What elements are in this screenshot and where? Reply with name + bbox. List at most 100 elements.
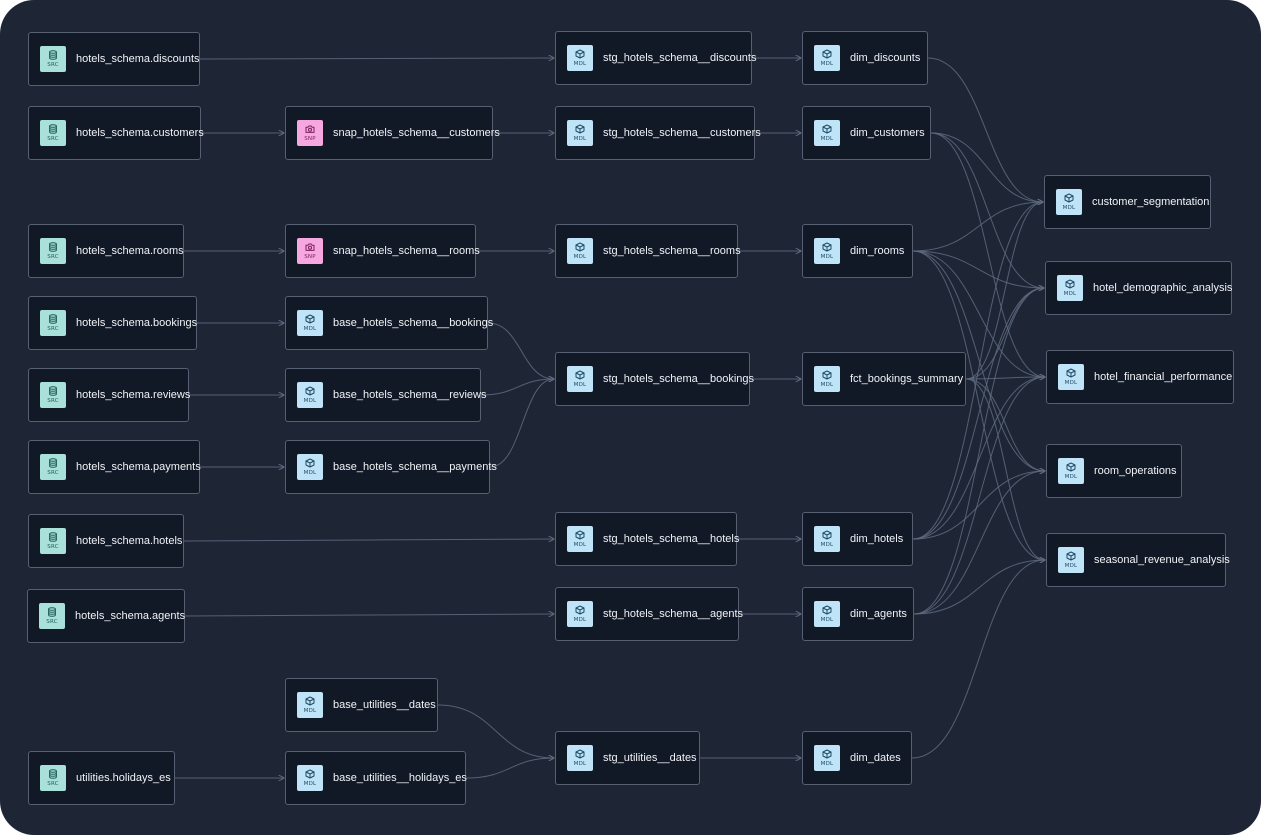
- edge-src-discounts-to-stg-discounts: [199, 58, 554, 59]
- cube-icon: [1064, 193, 1074, 203]
- cube-icon: [575, 605, 585, 615]
- node-kind-label: MDL: [573, 254, 587, 260]
- node-kind-label: SRC: [47, 781, 59, 787]
- node-stg-bookings[interactable]: MDL stg_hotels_schema__bookings: [555, 352, 754, 406]
- node-label: stg_hotels_schema__bookings: [603, 373, 755, 385]
- node-src-customers[interactable]: SRC hotels_schema.customers: [28, 106, 204, 160]
- cube-icon: [1066, 368, 1076, 378]
- database-icon: [48, 242, 58, 252]
- node-kind-badge: MDL: [1058, 364, 1084, 390]
- node-kind-label: MDL: [1062, 205, 1076, 211]
- node-src-holidays[interactable]: SRC utilities.holidays_es: [28, 751, 175, 805]
- edge-dim-customers-to-hotel-financial: [930, 132, 1045, 377]
- cube-icon: [305, 696, 315, 706]
- node-label: dim_agents: [850, 608, 907, 620]
- edge-dim-agents-to-room-operations: [913, 471, 1045, 615]
- node-kind-badge: MDL: [1056, 189, 1082, 215]
- edge-base-payments-to-stg-bookings: [489, 379, 554, 468]
- node-kind-label: MDL: [573, 382, 587, 388]
- node-kind-label: SNP: [304, 136, 316, 142]
- node-kind-badge: MDL: [567, 745, 593, 771]
- node-label: stg_hotels_schema__hotels: [603, 533, 740, 545]
- node-label: base_hotels_schema__bookings: [333, 317, 494, 329]
- node-kind-badge: MDL: [1057, 275, 1083, 301]
- node-room-operations[interactable]: MDL room_operations: [1046, 444, 1182, 498]
- node-snap-rooms[interactable]: SNP snap_hotels_schema__rooms: [285, 224, 480, 278]
- edge-dim-rooms-to-seasonal-revenue: [912, 250, 1045, 560]
- node-kind-label: MDL: [573, 542, 587, 548]
- cube-icon: [575, 124, 585, 134]
- node-label: dim_customers: [850, 127, 925, 139]
- node-label: hotels_schema.discounts: [76, 53, 200, 65]
- node-kind-badge: MDL: [297, 765, 323, 791]
- node-label: hotels_schema.hotels: [76, 535, 183, 547]
- node-kind-label: SNP: [304, 254, 316, 260]
- node-kind-badge: SNP: [297, 238, 323, 264]
- node-base-reviews[interactable]: MDL base_hotels_schema__reviews: [285, 368, 486, 422]
- edge-fct-bookings-to-hotel-financial: [965, 377, 1045, 379]
- node-label: stg_hotels_schema__rooms: [603, 245, 741, 257]
- node-kind-badge: SRC: [40, 528, 66, 554]
- node-label: base_hotels_schema__payments: [333, 461, 497, 473]
- node-label: utilities.holidays_es: [76, 772, 171, 784]
- node-kind-badge: SRC: [40, 454, 66, 480]
- node-kind-badge: MDL: [567, 120, 593, 146]
- node-label: hotels_schema.customers: [76, 127, 204, 139]
- node-base-payments[interactable]: MDL base_hotels_schema__payments: [285, 440, 497, 494]
- edge-dim-hotels-to-customer-segmentation: [912, 202, 1043, 540]
- node-kind-label: MDL: [303, 326, 317, 332]
- node-label: snap_hotels_schema__rooms: [333, 245, 480, 257]
- node-kind-label: MDL: [820, 382, 834, 388]
- node-kind-badge: MDL: [567, 45, 593, 71]
- node-base-bookings[interactable]: MDL base_hotels_schema__bookings: [285, 296, 493, 350]
- node-stg-rooms[interactable]: MDL stg_hotels_schema__rooms: [555, 224, 741, 278]
- node-label: base_hotels_schema__reviews: [333, 389, 487, 401]
- cube-icon: [822, 530, 832, 540]
- node-label: room_operations: [1094, 465, 1177, 477]
- node-kind-badge: MDL: [814, 526, 840, 552]
- cube-icon: [822, 49, 832, 59]
- node-kind-label: MDL: [303, 398, 317, 404]
- edge-dim-customers-to-hotel-demographic: [930, 132, 1044, 288]
- node-kind-label: MDL: [573, 617, 587, 623]
- edge-dim-agents-to-hotel-financial: [913, 377, 1045, 615]
- node-stg-hotels[interactable]: MDL stg_hotels_schema__hotels: [555, 512, 739, 566]
- node-kind-badge: MDL: [567, 601, 593, 627]
- node-kind-label: SRC: [47, 136, 59, 142]
- cube-icon: [575, 749, 585, 759]
- node-label: stg_hotels_schema__customers: [603, 127, 761, 139]
- node-kind-label: MDL: [1064, 474, 1078, 480]
- node-src-hotels[interactable]: SRC hotels_schema.hotels: [28, 514, 184, 568]
- cube-icon: [575, 370, 585, 380]
- node-kind-label: SRC: [47, 326, 59, 332]
- node-kind-badge: MDL: [814, 45, 840, 71]
- node-stg-customers[interactable]: MDL stg_hotels_schema__customers: [555, 106, 761, 160]
- node-label: hotels_schema.agents: [75, 610, 186, 622]
- cube-icon: [575, 530, 585, 540]
- node-kind-badge: MDL: [297, 454, 323, 480]
